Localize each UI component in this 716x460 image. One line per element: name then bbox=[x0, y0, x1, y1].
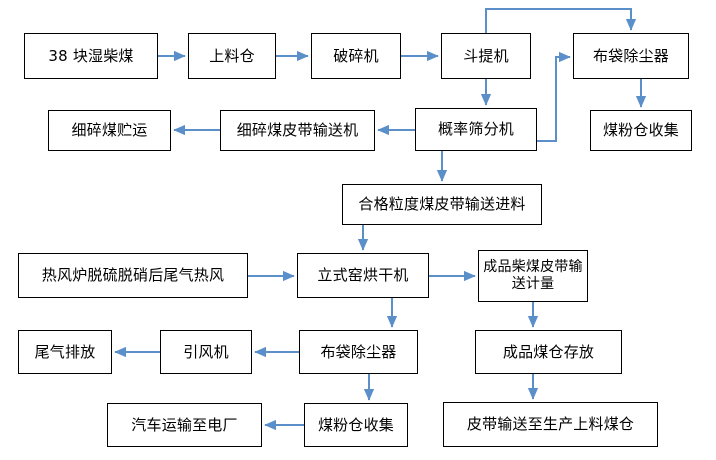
node-truck-transport-to-power-plant[interactable]: 汽车运输至电厂 bbox=[107, 403, 262, 447]
node-hot-air-furnace-flue-gas[interactable]: 热风炉脱硫脱硝后尾气热风 bbox=[18, 253, 248, 298]
node-fine-coal-storage[interactable]: 细碎煤贮运 bbox=[48, 110, 171, 151]
node-label: 皮带输送至生产上料煤仓 bbox=[466, 415, 635, 434]
edge-e7 bbox=[537, 51, 571, 142]
node-exhaust-emission[interactable]: 尾气排放 bbox=[18, 330, 112, 374]
node-probability-screen[interactable]: 概率筛分机 bbox=[415, 108, 537, 151]
node-label: 细碎煤贮运 bbox=[71, 121, 148, 140]
node-label: 汽车运输至电厂 bbox=[131, 415, 238, 434]
node-fine-coal-belt-conveyor[interactable]: 细碎煤皮带输送机 bbox=[220, 110, 375, 151]
node-label: 引风机 bbox=[183, 342, 229, 361]
node-label: 煤粉仓收集 bbox=[317, 415, 394, 434]
node-label: 上料仓 bbox=[209, 46, 255, 65]
node-label: 概率筛分机 bbox=[437, 120, 514, 139]
node-feed-bin[interactable]: 上料仓 bbox=[188, 33, 276, 79]
node-coal-powder-bin-collect-bottom[interactable]: 煤粉仓收集 bbox=[304, 403, 408, 447]
node-label: 布袋除尘器 bbox=[320, 342, 397, 361]
node-label: 成品柴煤皮带输送计量 bbox=[483, 258, 583, 293]
node-label: 合格粒度煤皮带输送进料 bbox=[358, 195, 526, 214]
node-bag-dust-collector-top[interactable]: 布袋除尘器 bbox=[573, 33, 689, 79]
node-product-coal-bin-storage[interactable]: 成品煤仓存放 bbox=[475, 330, 622, 374]
node-bag-dust-collector-bottom[interactable]: 布袋除尘器 bbox=[299, 330, 418, 374]
node-belt-to-production-feed-bin[interactable]: 皮带输送至生产上料煤仓 bbox=[443, 402, 658, 447]
node-bucket-elevator[interactable]: 斗提机 bbox=[441, 33, 531, 79]
node-label: 38 块湿柴煤 bbox=[48, 46, 134, 65]
node-label: 热风炉脱硫脱硝后尾气热风 bbox=[41, 266, 225, 285]
node-crusher[interactable]: 破碎机 bbox=[311, 33, 401, 79]
edge-e4 bbox=[485, 8, 637, 33]
node-label: 立式窑烘干机 bbox=[317, 266, 409, 285]
node-label: 尾气排放 bbox=[34, 342, 96, 361]
node-product-belt-metering[interactable]: 成品柴煤皮带输送计量 bbox=[478, 250, 588, 302]
node-label: 煤粉仓收集 bbox=[602, 121, 679, 140]
node-label: 斗提机 bbox=[463, 46, 509, 65]
node-qualified-size-belt-feed[interactable]: 合格粒度煤皮带输送进料 bbox=[342, 184, 542, 225]
node-label: 细碎煤皮带输送机 bbox=[236, 121, 359, 140]
node-induced-draft-fan[interactable]: 引风机 bbox=[160, 330, 252, 374]
node-label: 布袋除尘器 bbox=[592, 46, 669, 65]
node-raw-wet-coal[interactable]: 38 块湿柴煤 bbox=[24, 33, 158, 79]
node-vertical-kiln-dryer[interactable]: 立式窑烘干机 bbox=[297, 253, 429, 298]
node-label: 破碎机 bbox=[333, 46, 379, 65]
node-label: 成品煤仓存放 bbox=[502, 342, 595, 361]
node-coal-powder-bin-collect-top[interactable]: 煤粉仓收集 bbox=[590, 110, 692, 151]
